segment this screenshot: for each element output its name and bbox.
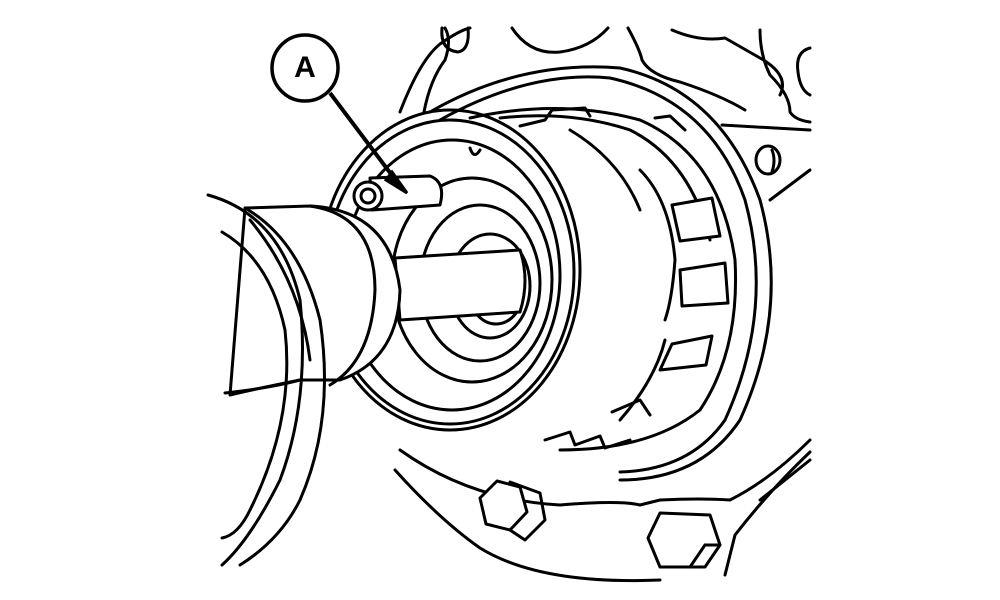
housing-bore xyxy=(393,65,773,583)
callout-label-a: A xyxy=(294,51,316,84)
shaft xyxy=(393,248,527,322)
callout-a xyxy=(270,33,409,195)
bolt-left xyxy=(478,479,547,542)
housing-casting xyxy=(398,26,812,202)
bolt-right xyxy=(646,511,722,569)
clutch-drum xyxy=(468,106,738,452)
removal-tool xyxy=(206,193,402,567)
housing-flange xyxy=(398,438,812,577)
